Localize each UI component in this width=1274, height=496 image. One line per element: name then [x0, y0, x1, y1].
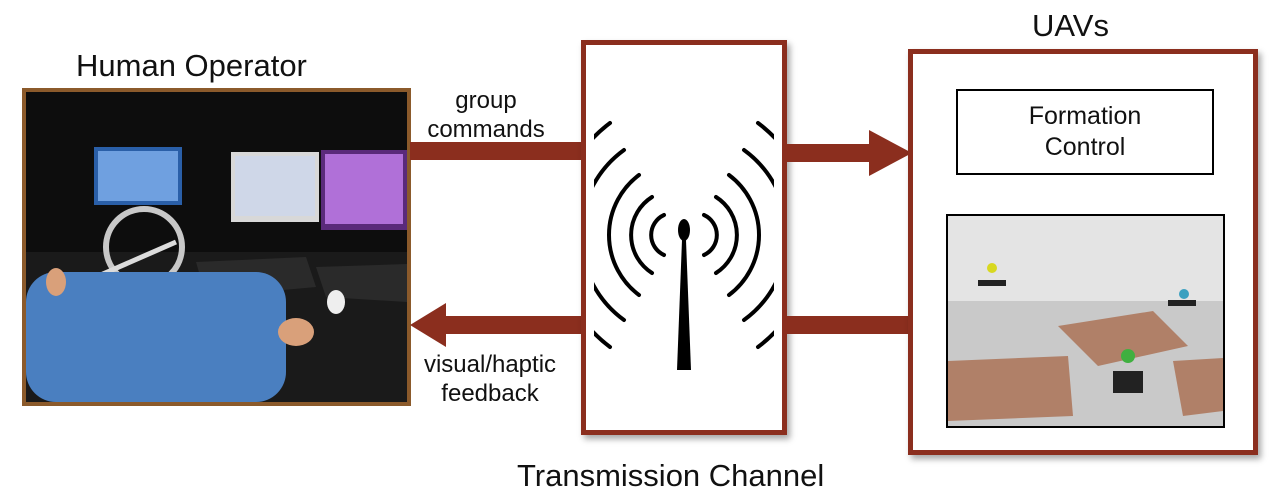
uavs-title: UAVs	[1032, 8, 1109, 43]
group-commands-label: group commands	[427, 87, 545, 143]
formation-control-box: Formation Control	[956, 89, 1214, 175]
transmission-channel-box	[581, 40, 787, 435]
arrow-from-uavs	[787, 316, 912, 334]
feedback-label: visual/haptic feedback	[423, 351, 557, 407]
arrow-feedback	[410, 303, 582, 347]
formation-control-label: Formation Control	[1028, 102, 1142, 161]
operator-title: Human Operator	[76, 48, 307, 83]
uavs-box: Formation Control	[908, 49, 1258, 455]
operator-photo	[22, 88, 411, 406]
arrow-commands	[410, 142, 582, 160]
uav-photo	[946, 214, 1225, 428]
arrow-to-uavs	[787, 130, 912, 176]
transmission-channel-title: Transmission Channel	[517, 458, 825, 493]
antenna-icon	[594, 105, 774, 375]
